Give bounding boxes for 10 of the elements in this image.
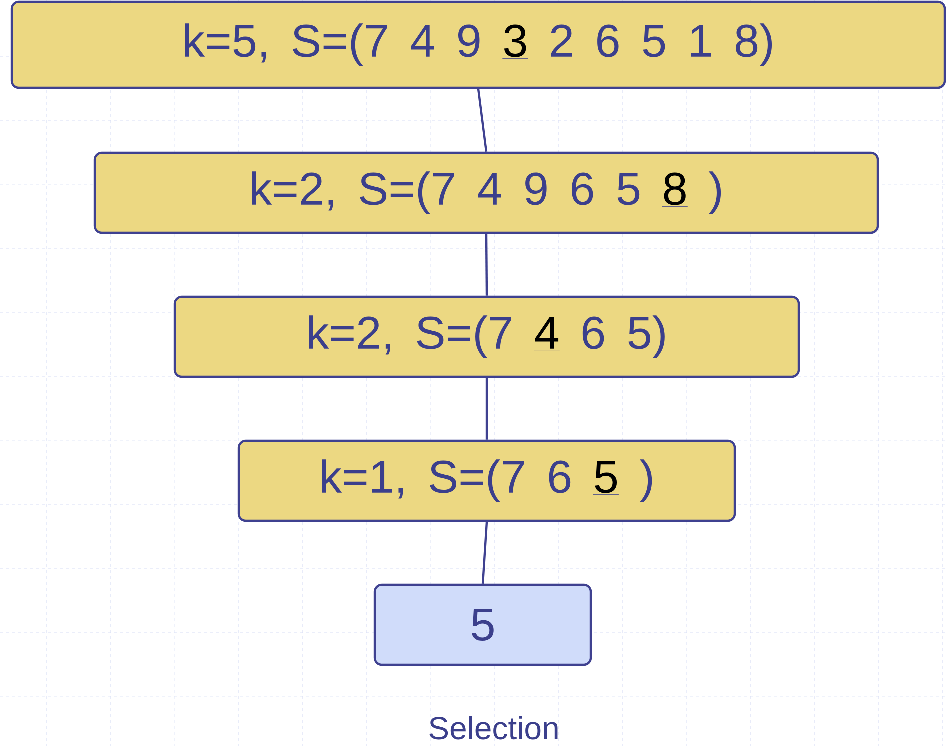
text-box: k=2, S=(7 4 9 6 5 8 ) bbox=[94, 152, 880, 234]
text-box: k=5, S=(7 4 9 3 2 6 5 1 8) bbox=[10, 0, 946, 90]
text-box: 5 bbox=[374, 584, 592, 666]
caption: Selection bbox=[430, 716, 558, 740]
connector-line bbox=[477, 88, 488, 152]
text-box: k=1, S=(7 6 5 ) bbox=[238, 440, 736, 522]
connector-line bbox=[486, 378, 488, 440]
connector-line bbox=[485, 234, 488, 296]
connector-line bbox=[482, 522, 488, 584]
text-box: k=2, S=(7 4 6 5) bbox=[174, 296, 800, 378]
